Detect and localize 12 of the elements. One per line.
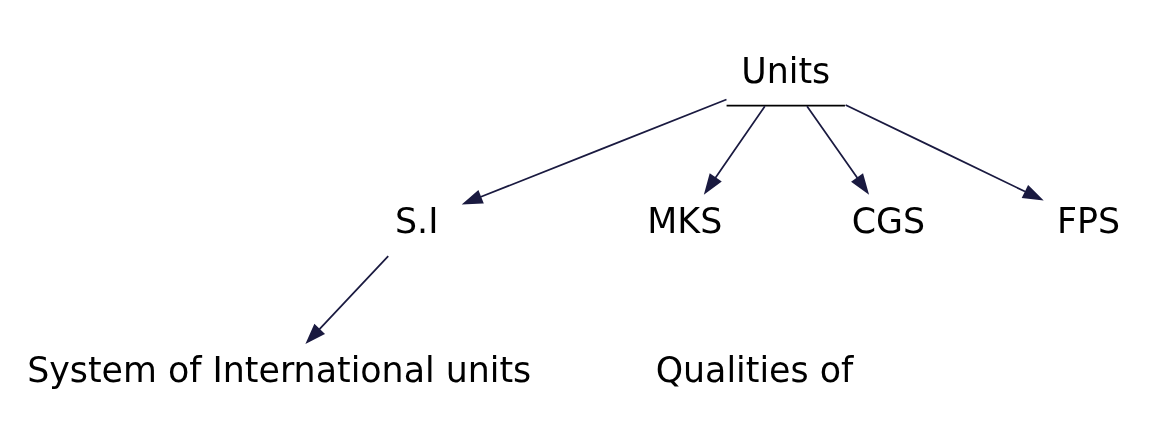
node-text: MKS bbox=[647, 200, 723, 241]
arrow bbox=[844, 104, 1044, 201]
node-text: FPS bbox=[1057, 200, 1121, 241]
arrow bbox=[461, 98, 728, 205]
node-text: S.I bbox=[395, 200, 439, 241]
label: Qualities of bbox=[655, 350, 854, 391]
node-text: CGS bbox=[851, 200, 926, 241]
node-text: System of International units bbox=[27, 350, 532, 391]
arrow bbox=[305, 255, 390, 345]
node-text: Units bbox=[741, 51, 831, 91]
arrow bbox=[806, 105, 870, 195]
arrow bbox=[703, 105, 766, 195]
